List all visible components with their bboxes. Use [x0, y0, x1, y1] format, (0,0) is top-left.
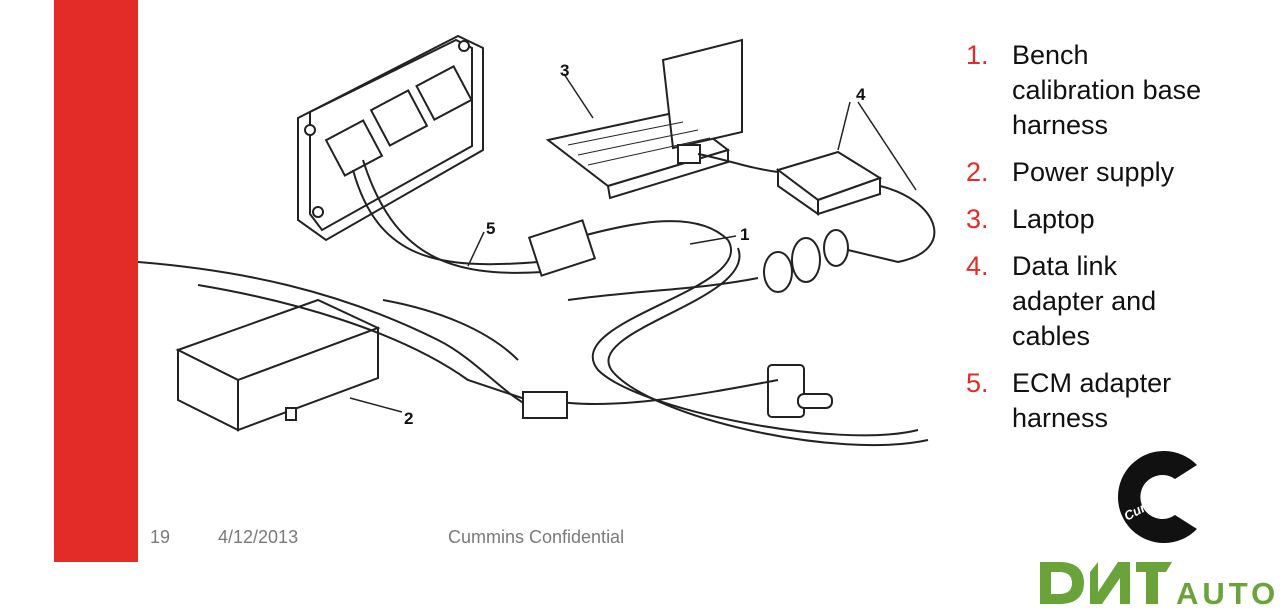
legend-item: 5. ECM adapter harness: [966, 366, 1276, 436]
legend-number: 4.: [966, 251, 989, 281]
cables: [138, 153, 936, 447]
dt-auto-text: AUTO: [1176, 576, 1278, 606]
callout-3: 3: [560, 61, 569, 80]
callout-1: 1: [740, 225, 749, 244]
legend-text: Data link adapter and cables: [1012, 251, 1157, 351]
callout-4: 4: [856, 85, 866, 104]
cummins-logo: Cummins: [1117, 451, 1197, 543]
legend-number: 5.: [966, 368, 989, 398]
power-supply: [175, 298, 381, 432]
legend-text: ECM adapter harness: [1012, 368, 1172, 433]
red-side-bar: [54, 0, 138, 562]
legend-text: Power supply: [1012, 157, 1175, 187]
legend-item: 2. Power supply: [966, 155, 1276, 190]
legend-list: 1. Bench calibration base harness 2. Power…: [966, 38, 1276, 448]
ecm-module: [297, 34, 484, 242]
legend-text: Bench calibration base harness: [1012, 40, 1202, 140]
data-link-adapter: [775, 150, 883, 216]
circular-connector: [763, 229, 849, 293]
callout-2: 2: [404, 409, 413, 428]
callout-lines: [349, 73, 917, 413]
legend-text: Laptop: [1012, 204, 1095, 234]
footer-page-number: 19: [150, 527, 171, 547]
legend-number: 2.: [966, 157, 989, 187]
footer-date: 4/12/2013: [218, 527, 299, 547]
legend-number: 3.: [966, 204, 989, 234]
laptop: [545, 38, 743, 200]
legend-item: 3. Laptop: [966, 202, 1276, 237]
legend-item: 1. Bench calibration base harness: [966, 38, 1276, 143]
legend-item: 4. Data link adapter and cables: [966, 249, 1276, 354]
callout-5: 5: [486, 219, 495, 238]
toggle-switch: [767, 364, 833, 418]
bench-calibration-diagram: 3 4 5 1 2: [138, 34, 936, 447]
legend-number: 1.: [966, 40, 989, 70]
footer-confidential: Cummins Confidential: [448, 527, 625, 547]
dt-auto-logo: AUTO: [1040, 562, 1278, 606]
